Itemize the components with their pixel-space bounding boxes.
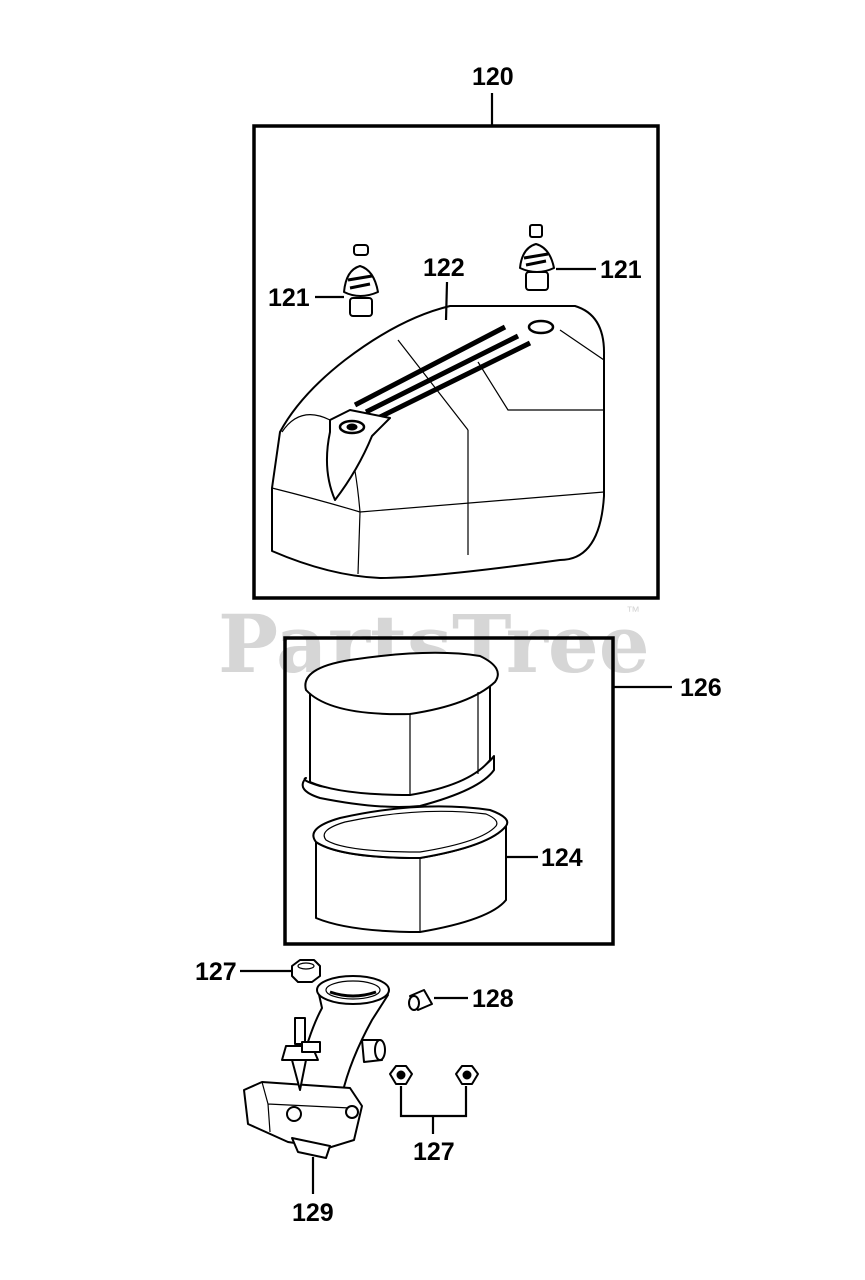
nut-bottom-right[interactable] (455, 1065, 479, 1085)
filter-kit-group: 126 124 (283, 636, 722, 946)
callout-129[interactable]: 129 (292, 1199, 334, 1227)
air-cleaner-cover[interactable] (271, 305, 606, 579)
callout-120[interactable]: 120 (472, 63, 514, 91)
callout-121-left[interactable]: 121 (268, 284, 310, 312)
callout-127-bottom[interactable]: 127 (413, 1138, 455, 1166)
watermark-trademark: ™ (626, 603, 640, 619)
filter-cartridge[interactable] (301, 651, 499, 808)
pre-cleaner[interactable] (312, 805, 509, 933)
cover-knob-right[interactable] (519, 224, 555, 291)
breather-tube[interactable] (408, 989, 433, 1011)
cover-knob-left[interactable] (343, 244, 379, 317)
callout-128[interactable]: 128 (472, 985, 514, 1013)
leader-127-bottom (399, 1086, 468, 1134)
callout-121-right[interactable]: 121 (600, 256, 642, 284)
air-cleaner-assembly-group: 120 122 (252, 63, 660, 600)
filter-kit-box (283, 636, 615, 946)
assembly-box (252, 124, 660, 600)
callout-122[interactable]: 122 (423, 254, 465, 282)
callout-126[interactable]: 126 (680, 674, 722, 702)
nut-top[interactable] (291, 959, 321, 983)
base-hardware-group: 127 128 (195, 958, 514, 1227)
callout-124[interactable]: 124 (541, 844, 583, 872)
leader-122 (444, 281, 449, 321)
callout-127-top[interactable]: 127 (195, 958, 237, 986)
nut-bottom-left[interactable] (389, 1065, 413, 1085)
air-cleaner-base[interactable] (243, 975, 390, 1159)
